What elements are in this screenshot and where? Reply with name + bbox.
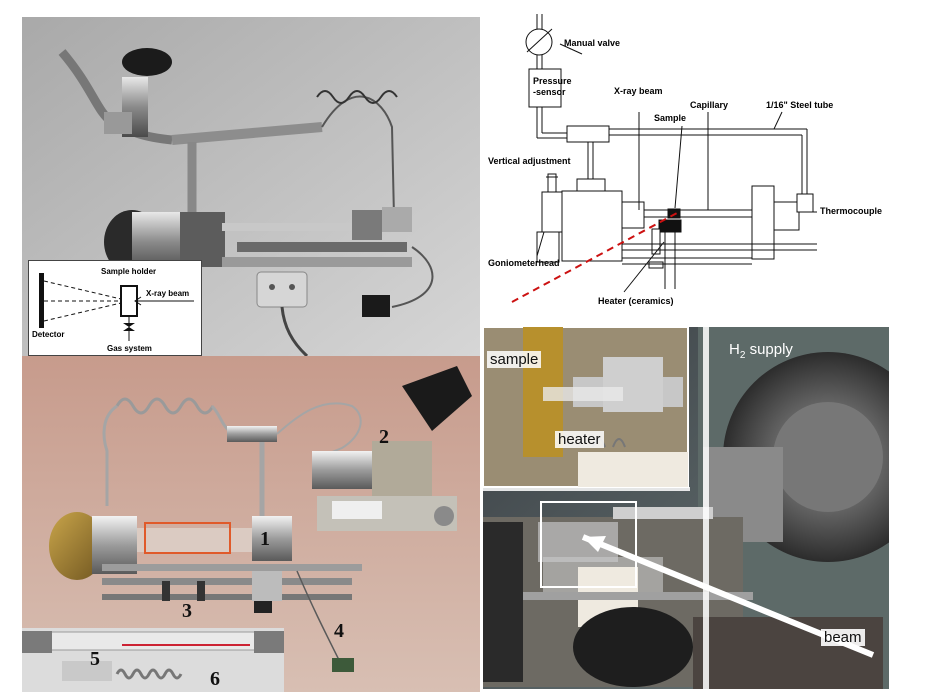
- beam-arrow-head-icon: [583, 536, 606, 552]
- photo-cell-bottom-right: sample H2 supply heater beam: [483, 327, 889, 689]
- heater-element: [658, 219, 682, 233]
- leader-goniometer: [536, 231, 545, 257]
- goniometer-base: [536, 231, 560, 263]
- label-goniometerhead: Goniometerhead: [488, 258, 560, 268]
- valve-needle: [526, 28, 553, 53]
- label-capillary: Capillary: [690, 100, 728, 110]
- heater-foot: [648, 261, 664, 269]
- end-flange: [751, 185, 775, 260]
- sample-highlight-box: [144, 522, 231, 554]
- scatter-line-upper: [43, 280, 122, 300]
- heater-mount: [651, 228, 661, 255]
- photo-label-2: 2: [379, 426, 389, 448]
- label-h2-supply-suffix: supply: [745, 341, 793, 358]
- label-thermocouple: Thermocouple: [820, 206, 882, 216]
- label-beam-photo: beam: [821, 629, 865, 646]
- leader-steel-tube: [773, 111, 783, 130]
- label-h2-supply-prefix: H: [729, 341, 740, 358]
- leader-sample: [674, 125, 683, 209]
- scatter-line-lower: [43, 302, 122, 322]
- valve-icon: [123, 323, 135, 331]
- photo-label-3: 3: [182, 600, 192, 622]
- experiment-inset: Sample holder X-ray beam Detector Gas sy…: [28, 260, 202, 356]
- label-vertical-adjustment: Vertical adjustment: [488, 156, 571, 166]
- beam-arrow-icon: [134, 296, 142, 306]
- experiment-inset-drawing: Sample holder X-ray beam Detector Gas sy…: [32, 267, 194, 353]
- schematic-diagram: Manual valve Pressure -sensor X-ray beam…: [482, 14, 922, 319]
- adjustment-screw: [547, 173, 557, 193]
- photo-label-1: 1: [260, 528, 270, 550]
- photo-label-5: 5: [90, 648, 100, 670]
- holder-cap: [576, 178, 606, 192]
- photo-cell-top-left: Sample holder X-ray beam Detector Gas sy…: [22, 17, 480, 356]
- detector-plate: [39, 273, 44, 328]
- pressure-sensor-box: [528, 68, 562, 108]
- label-sample-photo: sample: [487, 351, 542, 368]
- beam-region-box: [540, 501, 637, 588]
- end-cap: [773, 201, 800, 231]
- label-h2-supply: H2 supply: [729, 341, 793, 361]
- label-pressure-sensor-1: Pressure: [533, 76, 572, 86]
- label-manual-valve: Manual valve: [564, 38, 620, 48]
- photo-label-4: 4: [334, 620, 344, 642]
- leader-manual-valve: [559, 43, 583, 55]
- inset-xray-beam-label: X-ray beam: [146, 289, 189, 298]
- photo-cell-bottom-left: 1 2 3 4 5 6: [22, 356, 480, 692]
- leader-heater: [623, 241, 665, 293]
- label-sample: Sample: [654, 113, 686, 123]
- photo-cell-bottom-left-drawing: [22, 356, 480, 692]
- label-pressure-sensor-2: -sensor: [533, 87, 566, 97]
- xray-beam-path: [511, 212, 678, 303]
- vertical-adjustment-block: [541, 191, 563, 233]
- schematic-drawing: Manual valve Pressure -sensor X-ray beam…: [488, 14, 882, 306]
- label-heater-photo: heater: [555, 431, 604, 448]
- inset-sample-holder-label: Sample holder: [101, 267, 156, 276]
- label-steel-tube: 1/16" Steel tube: [766, 100, 833, 110]
- tee-connector: [566, 125, 610, 143]
- label-heater: Heater (ceramics): [598, 296, 674, 306]
- thermocouple-joint: [796, 193, 814, 213]
- holder-nut: [621, 201, 645, 229]
- label-h2-supply-sub: 2: [739, 350, 746, 361]
- label-xray-beam: X-ray beam: [614, 86, 663, 96]
- holder-body: [561, 190, 623, 262]
- inset-gas-system-label: Gas system: [107, 344, 152, 353]
- inset-detector-label: Detector: [32, 330, 64, 339]
- photo-label-6: 6: [210, 668, 220, 690]
